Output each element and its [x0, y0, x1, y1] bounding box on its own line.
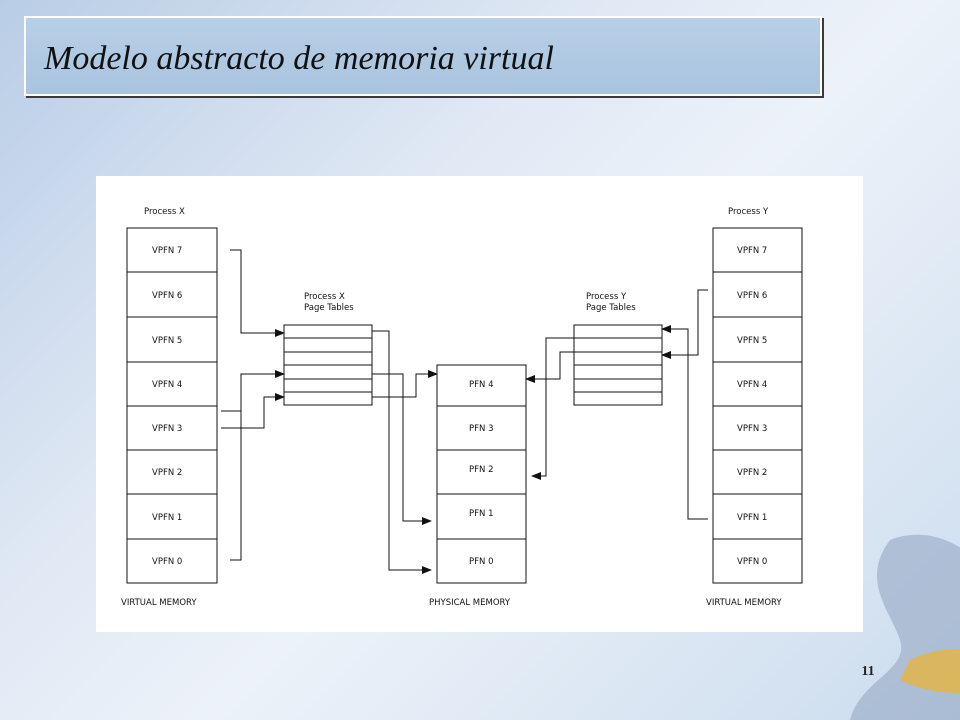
arrow-x-vpfn0-to-table — [230, 374, 242, 561]
process-x-footer: VIRTUAL MEMORY — [121, 598, 197, 608]
physical-pfn-3: PFN 3 — [469, 424, 493, 434]
process-y-vpfn-0: VPFN 0 — [737, 557, 767, 567]
background-decoration — [850, 534, 960, 720]
arrow-x-vpfn7-to-table — [230, 249, 285, 337]
process-x-vpfn-6: VPFN 6 — [152, 291, 182, 301]
process-x-vpfn-2: VPFN 2 — [152, 468, 182, 478]
arrow-x-table-to-pfn4 — [372, 370, 438, 398]
slide-title: Modelo abstracto de memoria virtual — [44, 40, 554, 77]
process-x-vpfn-0: VPFN 0 — [152, 557, 182, 567]
process-y-memory — [712, 227, 803, 584]
diagram-canvas: Process X VPFN 7 VPFN 6 VPFN 5 VPFN 4 VP… — [121, 207, 803, 608]
process-y-vpfn-1: VPFN 1 — [737, 513, 767, 523]
page-tables-y-label-line1: Process Y — [586, 292, 627, 302]
process-x-label: Process X — [144, 207, 185, 217]
arrow-y-table-to-pfn4 — [525, 351, 574, 383]
page-tables-x — [283, 324, 373, 406]
process-y-label: Process Y — [728, 207, 769, 217]
arrow-y-vpfn1-to-table — [661, 325, 708, 520]
physical-pfn-0: PFN 0 — [469, 557, 493, 567]
physical-pfn-4: PFN 4 — [469, 380, 493, 390]
arrow-x-vpfn3-to-table — [221, 393, 285, 429]
process-y-vpfn-3: VPFN 3 — [737, 424, 767, 434]
physical-pfn-2: PFN 2 — [469, 465, 493, 475]
process-y-vpfn-6: VPFN 6 — [737, 291, 767, 301]
arrow-x-table-to-pfn0 — [372, 330, 432, 574]
physical-memory — [436, 364, 527, 584]
arrow-x-vpfn4-to-table — [221, 370, 285, 412]
virtual-memory-diagram: Process X VPFN 7 VPFN 6 VPFN 5 VPFN 4 VP… — [96, 176, 863, 632]
physical-pfn-1: PFN 1 — [469, 509, 493, 519]
arrow-y-vpfn6-to-table — [661, 289, 708, 359]
process-y-vpfn-7: VPFN 7 — [737, 246, 767, 256]
process-y-footer: VIRTUAL MEMORY — [706, 598, 782, 608]
page-tables-x-label-line2: Page Tables — [304, 303, 354, 313]
process-y-vpfn-2: VPFN 2 — [737, 468, 767, 478]
arrow-y-table-to-pfn2 — [531, 337, 574, 480]
page-tables-x-label-line1: Process X — [304, 292, 345, 302]
process-y-vpfn-5: VPFN 5 — [737, 336, 767, 346]
page-tables-y-label-line2: Page Tables — [586, 303, 636, 313]
process-x-memory — [126, 227, 218, 584]
process-x-vpfn-4: VPFN 4 — [152, 380, 182, 390]
slide-number: 11 — [861, 664, 875, 679]
page-tables-y — [573, 324, 663, 406]
process-x-vpfn-3: VPFN 3 — [152, 424, 182, 434]
title-bar: Modelo abstracto de memoria virtual — [24, 16, 822, 96]
process-x-vpfn-7: VPFN 7 — [152, 246, 182, 256]
process-y-vpfn-4: VPFN 4 — [737, 380, 767, 390]
process-x-vpfn-5: VPFN 5 — [152, 336, 182, 346]
arrow-x-table-to-pfn1 — [372, 373, 432, 525]
process-x-vpfn-1: VPFN 1 — [152, 513, 182, 523]
physical-footer: PHYSICAL MEMORY — [429, 598, 511, 608]
